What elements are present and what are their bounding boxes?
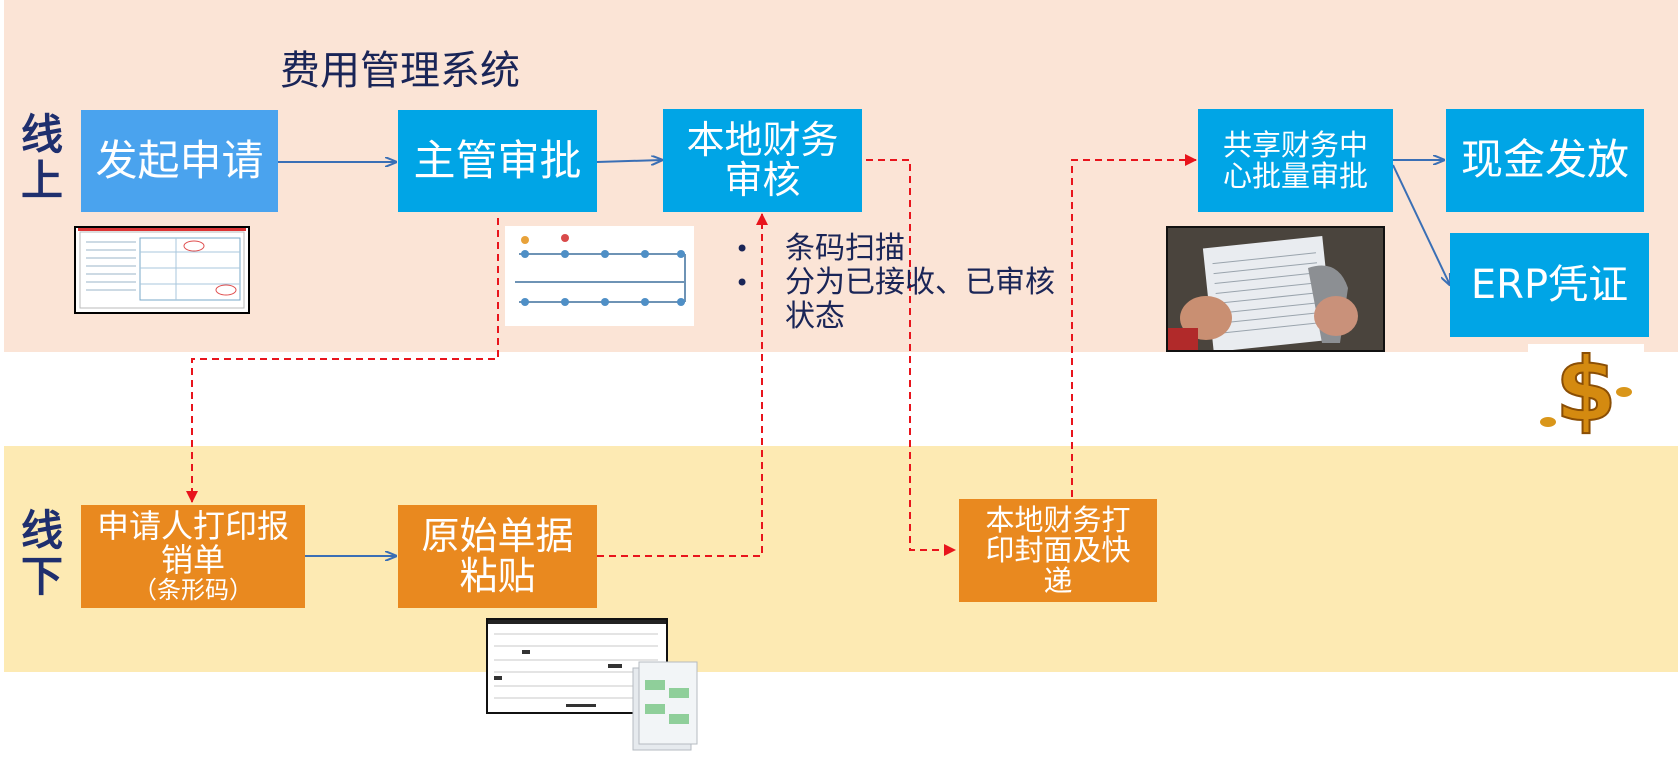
step-cash-payout[interactable]: 现金发放 bbox=[1446, 109, 1644, 212]
dashed-paste-to-local bbox=[597, 213, 768, 557]
dashed-manager-to-print bbox=[186, 218, 499, 503]
document-form-image bbox=[488, 620, 666, 707]
step-paste-original-docs[interactable]: 原始单据粘贴 bbox=[398, 505, 597, 608]
dollar-icon: $ bbox=[1528, 337, 1644, 442]
step-initiate-request[interactable]: 发起申请 bbox=[81, 110, 278, 212]
stacked-forms-image bbox=[627, 658, 701, 758]
expense-form-image bbox=[78, 228, 246, 309]
step-manager-approval[interactable]: 主管审批 bbox=[398, 110, 597, 212]
step-local-finance-review[interactable]: 本地财务审核 bbox=[663, 109, 862, 212]
stacked-forms-icon bbox=[632, 661, 698, 751]
arrow-shared-to-erp bbox=[1392, 164, 1450, 285]
page-title: 费用管理系统 bbox=[280, 48, 520, 94]
note-status: 分为已接收、已审核状态 bbox=[735, 266, 1075, 334]
row-label-online: 线上 bbox=[20, 110, 63, 205]
step-local-finance-print-express[interactable]: 本地财务打印封面及快递 bbox=[959, 499, 1157, 602]
step-shared-finance-batch-approval[interactable]: 共享财务中心批量审批 bbox=[1198, 109, 1393, 212]
scanner-image bbox=[1168, 228, 1383, 352]
dashed-express-to-shared bbox=[1071, 154, 1197, 497]
expense-form-thumbnail bbox=[74, 226, 250, 314]
barcode-scan-photo bbox=[1166, 226, 1385, 352]
barcode-notes: 条码扫描 分为已接收、已审核状态 bbox=[735, 232, 1075, 334]
workflow-image bbox=[515, 234, 686, 306]
svg-text:$: $ bbox=[1555, 344, 1616, 436]
note-barcode-scan: 条码扫描 bbox=[735, 232, 1075, 267]
dashed-local-to-express bbox=[866, 159, 956, 556]
print-claim-label: 申请人打印报销单 bbox=[96, 507, 289, 579]
barcode-note: （条形码） bbox=[133, 575, 253, 604]
gold-dollar-icon: $ bbox=[1540, 337, 1632, 442]
step-erp-voucher[interactable]: ERP凭证 bbox=[1450, 233, 1649, 337]
arrow-manager-to-local bbox=[596, 160, 662, 162]
step-print-claim-form[interactable]: 申请人打印报销单 （条形码） bbox=[81, 505, 305, 608]
workflow-thumbnail bbox=[505, 226, 694, 326]
row-label-offline: 线下 bbox=[20, 506, 63, 601]
